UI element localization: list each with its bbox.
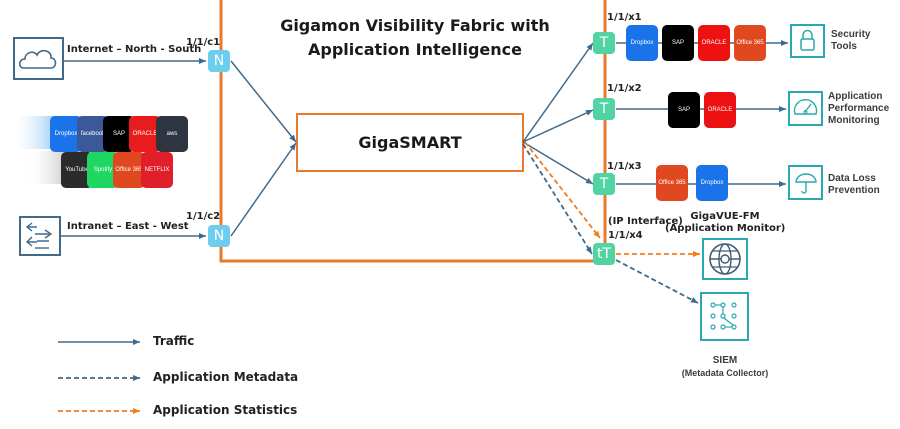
gigasmart-to-x1-line	[522, 42, 594, 143]
dlp-line-2: Prevention	[828, 185, 880, 196]
siem-label: SIEM (Metadata Collector)	[665, 355, 785, 379]
gigasmart-metadata-line	[522, 143, 593, 255]
apm-line-3: Monitoring	[828, 115, 880, 126]
apm-label: Application Performance Monitoring	[828, 91, 889, 127]
siem-line-1: SIEM	[712, 355, 738, 366]
port-x1-label: 1/1/x1	[607, 12, 642, 23]
tool-node-x4[interactable]: tT	[593, 243, 615, 265]
ingress-node-c2[interactable]: N	[208, 225, 230, 247]
tool-node-x1[interactable]: T	[593, 32, 615, 54]
x1-app-oracle: ORACLE	[698, 25, 730, 61]
ip-interface-label: (IP Interface)	[608, 216, 683, 227]
gigavue-fm-line-2: (Application Monitor)	[665, 223, 786, 234]
security-tools-line-1: Security	[831, 29, 871, 40]
apm-line-2: Performance	[828, 103, 890, 114]
lock-icon	[790, 24, 825, 58]
intranet-label: Intranet – East - West	[67, 221, 189, 232]
x3-app-office365: Office 365	[656, 165, 688, 201]
x2-app-sap: SAP	[668, 92, 700, 128]
apm-line-1: Application	[828, 91, 883, 102]
security-tools-label: Security Tools	[831, 29, 870, 53]
title-line-2: Application Intelligence	[308, 40, 522, 59]
app-tile-aws: aws	[156, 116, 188, 152]
x2-app-oracle: ORACLE	[704, 92, 736, 128]
x1-app-office365: Office 365	[734, 25, 766, 61]
title-line-1: Gigamon Visibility Fabric with	[280, 16, 550, 35]
app-tile-dropbox: Dropbox	[50, 116, 82, 152]
gigasmart-stats-line	[524, 141, 601, 239]
security-tools-line-2: Tools	[831, 41, 857, 52]
x1-app-sap: SAP	[662, 25, 694, 61]
page-title: Gigamon Visibility Fabric with Applicati…	[250, 14, 580, 62]
gigavue-fm-line-1: GigaVUE-FM	[690, 211, 760, 222]
app-cloud-fade-bottom	[25, 151, 65, 184]
tool-node-x3[interactable]: T	[593, 173, 615, 195]
gigavue-fm-label: GigaVUE-FM (Application Monitor)	[665, 211, 785, 235]
port-c1-label: 1/1/c1	[186, 37, 221, 48]
network-nodes-icon	[700, 292, 749, 341]
dlp-line-1: Data Loss	[828, 173, 876, 184]
globe-icon	[702, 238, 748, 280]
umbrella-icon	[788, 165, 823, 200]
n2-to-gigasmart-line	[230, 142, 297, 237]
tt-to-siem-metadata-line	[615, 259, 699, 304]
internet-label: Internet – North - South	[67, 44, 202, 55]
gigasmart-to-x3-line	[522, 141, 594, 185]
siem-line-2: (Metadata Collector)	[681, 368, 769, 378]
app-tile-office365: Office 365	[113, 152, 145, 188]
x3-app-dropbox: Dropbox	[696, 165, 728, 201]
tool-node-x2[interactable]: T	[593, 98, 615, 120]
port-x2-label: 1/1/x2	[607, 83, 642, 94]
n1-to-gigasmart-line	[230, 60, 297, 143]
gigasmart-to-x2-line	[522, 109, 594, 143]
ingress-node-c1[interactable]: N	[208, 50, 230, 72]
gauge-icon	[788, 91, 823, 126]
legend-stats-label: Application Statistics	[153, 403, 298, 417]
port-x3-label: 1/1/x3	[607, 161, 642, 172]
port-c2-label: 1/1/c2	[186, 211, 221, 222]
legend-traffic-label: Traffic	[153, 334, 195, 348]
app-tile-netflix: NETFLIX	[141, 152, 173, 188]
cloud-icon	[13, 37, 64, 80]
port-x4-label: 1/1/x4	[608, 230, 643, 241]
app-tile-oracle: ORACLE	[129, 116, 161, 152]
x1-app-dropbox: Dropbox	[626, 25, 658, 61]
dlp-label: Data Loss Prevention	[828, 173, 880, 197]
app-cloud-fade-top	[10, 116, 55, 149]
legend-metadata-label: Application Metadata	[153, 370, 299, 384]
gigasmart-label: GigaSMART	[358, 133, 462, 152]
switch-icon	[19, 216, 61, 256]
visibility-fabric-frame	[219, 0, 607, 263]
